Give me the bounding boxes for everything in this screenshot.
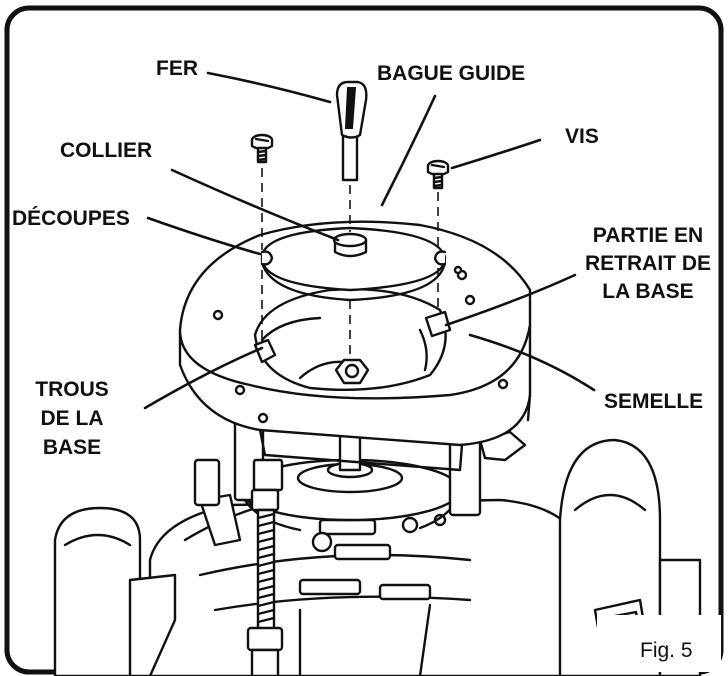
label-vis: VIS — [565, 125, 599, 148]
figure-caption: Fig. 5 — [640, 639, 693, 662]
threaded-rod — [256, 508, 276, 632]
alignment-lines — [261, 168, 439, 355]
caption-box — [597, 615, 721, 672]
label-trous-line-3: BASE — [43, 436, 101, 459]
collar — [332, 232, 368, 258]
label-semelle: SEMELLE — [604, 390, 703, 413]
label-partie-en-retrait-line-1: PARTIE EN — [593, 224, 703, 247]
label-partie-en-retrait: PARTIE EN RETRAIT DE LA BASE — [585, 224, 711, 303]
label-bague-guide: BAGUE GUIDE — [377, 62, 525, 85]
label-trous-line-2: DE LA — [41, 407, 104, 430]
leader-lines — [143, 71, 596, 410]
label-fer: FER — [156, 57, 198, 80]
screw-right — [426, 159, 450, 190]
label-decoupes: DÉCOUPES — [12, 207, 130, 230]
collet-nut — [334, 358, 370, 385]
label-trous-de-la-base: TROUS DE LA BASE — [35, 378, 109, 459]
guide-bushing — [260, 226, 447, 302]
label-trous-line-1: TROUS — [35, 378, 109, 401]
router-bit — [335, 80, 368, 182]
label-collier: COLLIER — [60, 139, 152, 162]
label-partie-en-retrait-line-3: LA BASE — [602, 280, 693, 303]
screw-left — [250, 133, 274, 164]
label-partie-en-retrait-line-2: RETRAIT DE — [585, 252, 711, 275]
